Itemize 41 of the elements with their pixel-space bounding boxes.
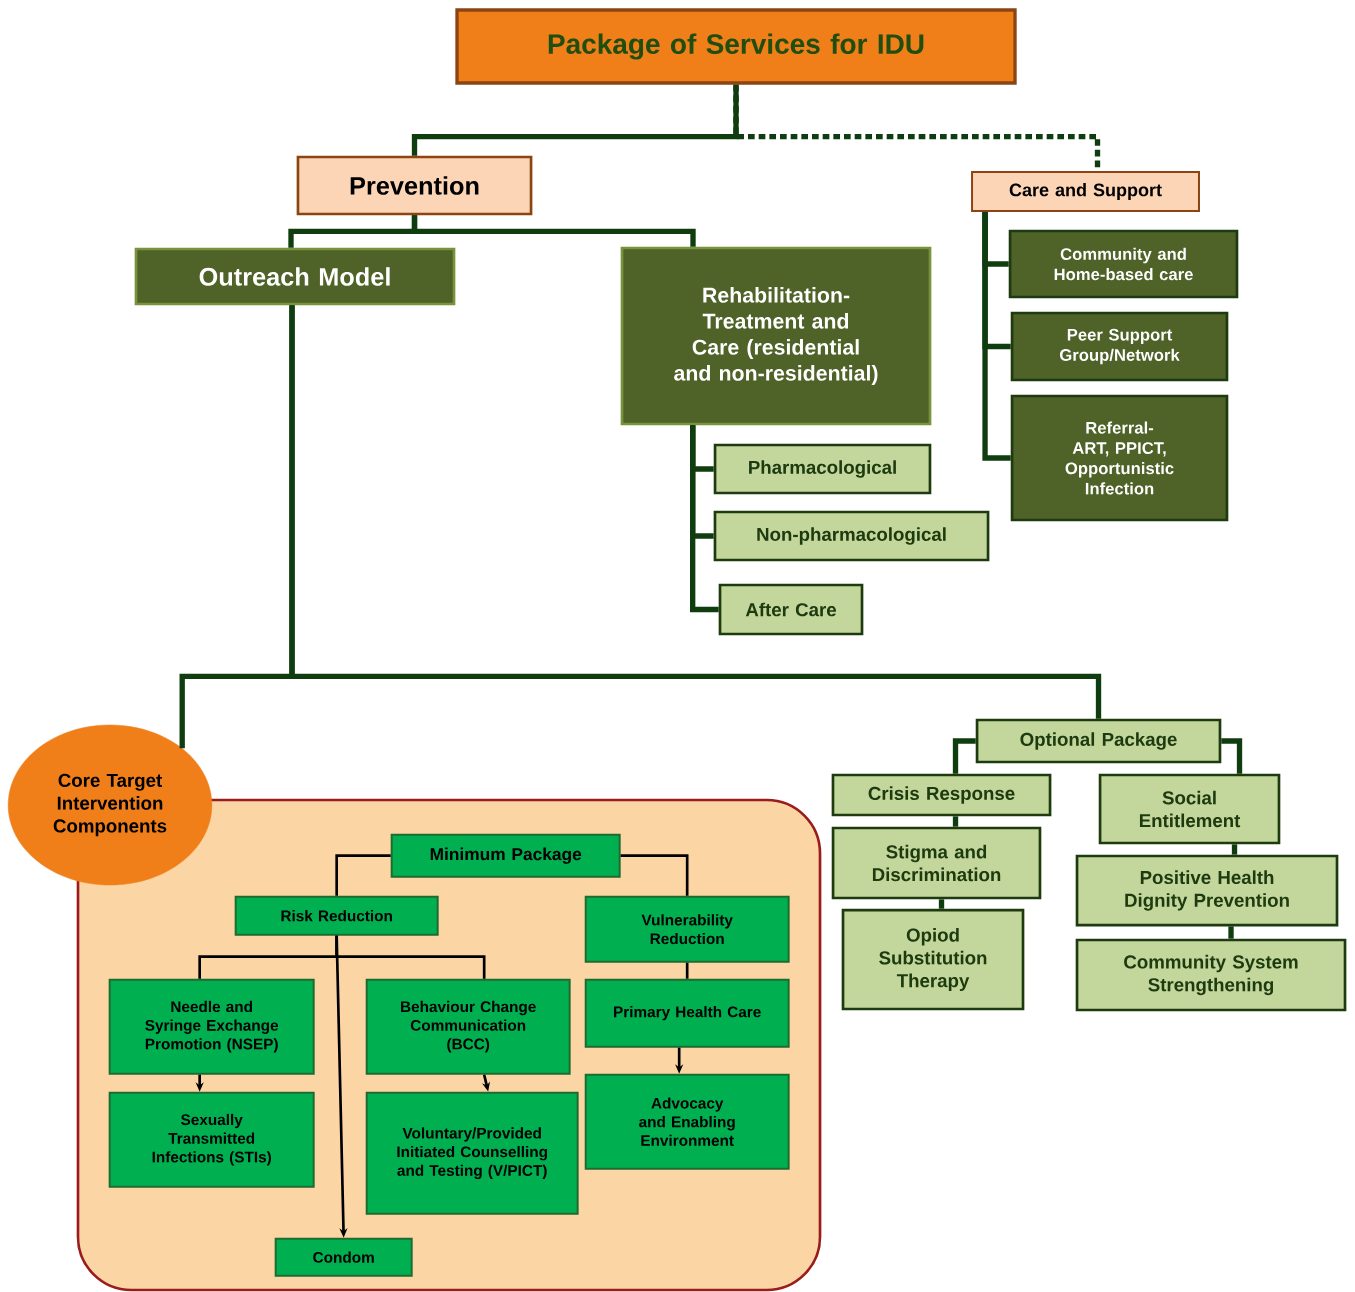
component-box: Risk Reduction [234, 895, 439, 936]
component-box: Voluntary/Provided Initiated Counselling and Testing (V/PICT) [365, 1091, 579, 1215]
connector [690, 425, 719, 613]
connector [1221, 738, 1243, 774]
component-box: Behaviour Change Communication (BCC) [365, 978, 571, 1075]
item-box: Pharmacological [713, 443, 932, 495]
connector [1231, 844, 1238, 855]
model-box: Outreach Model [134, 247, 456, 306]
component-box: Primary Health Care [584, 978, 790, 1048]
component-box: Needle and Syringe Exchange Promotion (NSEP) [108, 978, 315, 1075]
component-box: Advocacy and Enabling Environment [584, 1073, 790, 1170]
category-box: Care and Support [971, 171, 1200, 212]
package-box: Minimum Package [390, 833, 621, 878]
connector [335, 854, 391, 896]
item-box: Non-pharmacological [713, 510, 990, 562]
connector [952, 738, 976, 774]
item-box: After Care [718, 583, 864, 636]
connector [938, 899, 945, 909]
connector [620, 854, 689, 896]
component-box: Social Entitlement [1098, 773, 1281, 845]
package-box: Optional Package [975, 718, 1222, 764]
component-box: Stigma and Discrimination [831, 826, 1042, 900]
connector [982, 211, 1011, 461]
connector [685, 962, 689, 979]
connector [289, 305, 1102, 719]
component-box: Sexually Transmitted Infections (STIs) [108, 1091, 315, 1188]
component-box: Opiod Substitution Therapy [841, 908, 1025, 1011]
connector [411, 215, 696, 247]
service-box: Referral- ART, PPICT, Opportunistic Infection [1010, 394, 1229, 522]
component-box: Vulnerability Reduction [584, 895, 790, 963]
component-box: Community System Strengthening [1075, 938, 1347, 1012]
service-box: Peer Support Group/Network [1010, 311, 1229, 382]
component-box: Condom [274, 1237, 413, 1277]
model-box: Rehabilitation-Treatment and Care (residential and non-residential) [620, 246, 932, 426]
service-box: Community and Home-based care [1008, 229, 1239, 299]
category-box: Prevention [296, 155, 533, 216]
connector [952, 816, 959, 827]
connector [1228, 926, 1234, 939]
component-box: Crisis Response [831, 773, 1052, 817]
component-box: Positive Health Dignity Prevention [1075, 854, 1339, 927]
title-box: Package of Services for IDU [455, 8, 1017, 85]
